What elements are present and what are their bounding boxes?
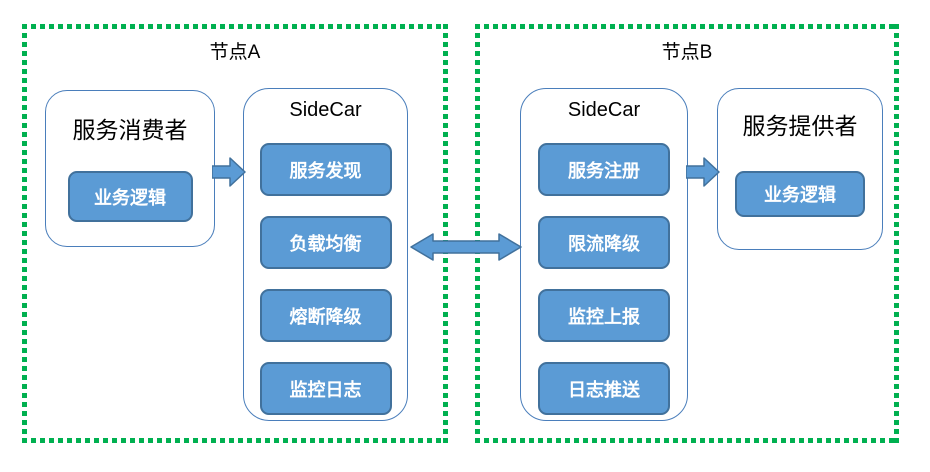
service-register-chip: 服务注册: [538, 143, 670, 196]
load-balancing-chip: 负载均衡: [259, 216, 392, 269]
sidecar-b-title: SideCar: [567, 99, 641, 121]
log-push-chip: 日志推送: [538, 362, 670, 415]
sidecar-a-box: SideCar 服务发现 负载均衡 熔断降级 监控日志: [243, 88, 408, 421]
business-logic-chip-consumer: 业务逻辑: [67, 171, 193, 222]
business-logic-chip-provider: 业务逻辑: [735, 171, 865, 217]
rate-limit-downgrade-chip: 限流降级: [538, 216, 670, 269]
node-b-title: 节点B: [661, 42, 713, 63]
monitor-report-chip: 监控上报: [538, 289, 670, 342]
service-consumer-title: 服务消费者: [72, 117, 188, 143]
service-provider-box: 服务提供者 业务逻辑: [717, 88, 883, 250]
sidecar-to-provider-arrow-icon: [686, 157, 720, 187]
service-consumer-box: 服务消费者 业务逻辑: [45, 90, 215, 247]
monitor-log-chip: 监控日志: [259, 362, 392, 415]
service-provider-title: 服务提供者: [742, 113, 858, 139]
service-discovery-chip: 服务发现: [259, 143, 392, 196]
sidecar-a-title: SideCar: [289, 99, 362, 121]
node-a-title: 节点A: [209, 42, 261, 63]
sidecar-to-sidecar-double-arrow-icon: [410, 233, 522, 261]
consumer-to-sidecar-arrow-icon: [212, 157, 246, 187]
circuit-break-downgrade-chip: 熔断降级: [259, 289, 392, 342]
sidecar-b-box: SideCar 服务注册 限流降级 监控上报 日志推送: [520, 88, 688, 421]
